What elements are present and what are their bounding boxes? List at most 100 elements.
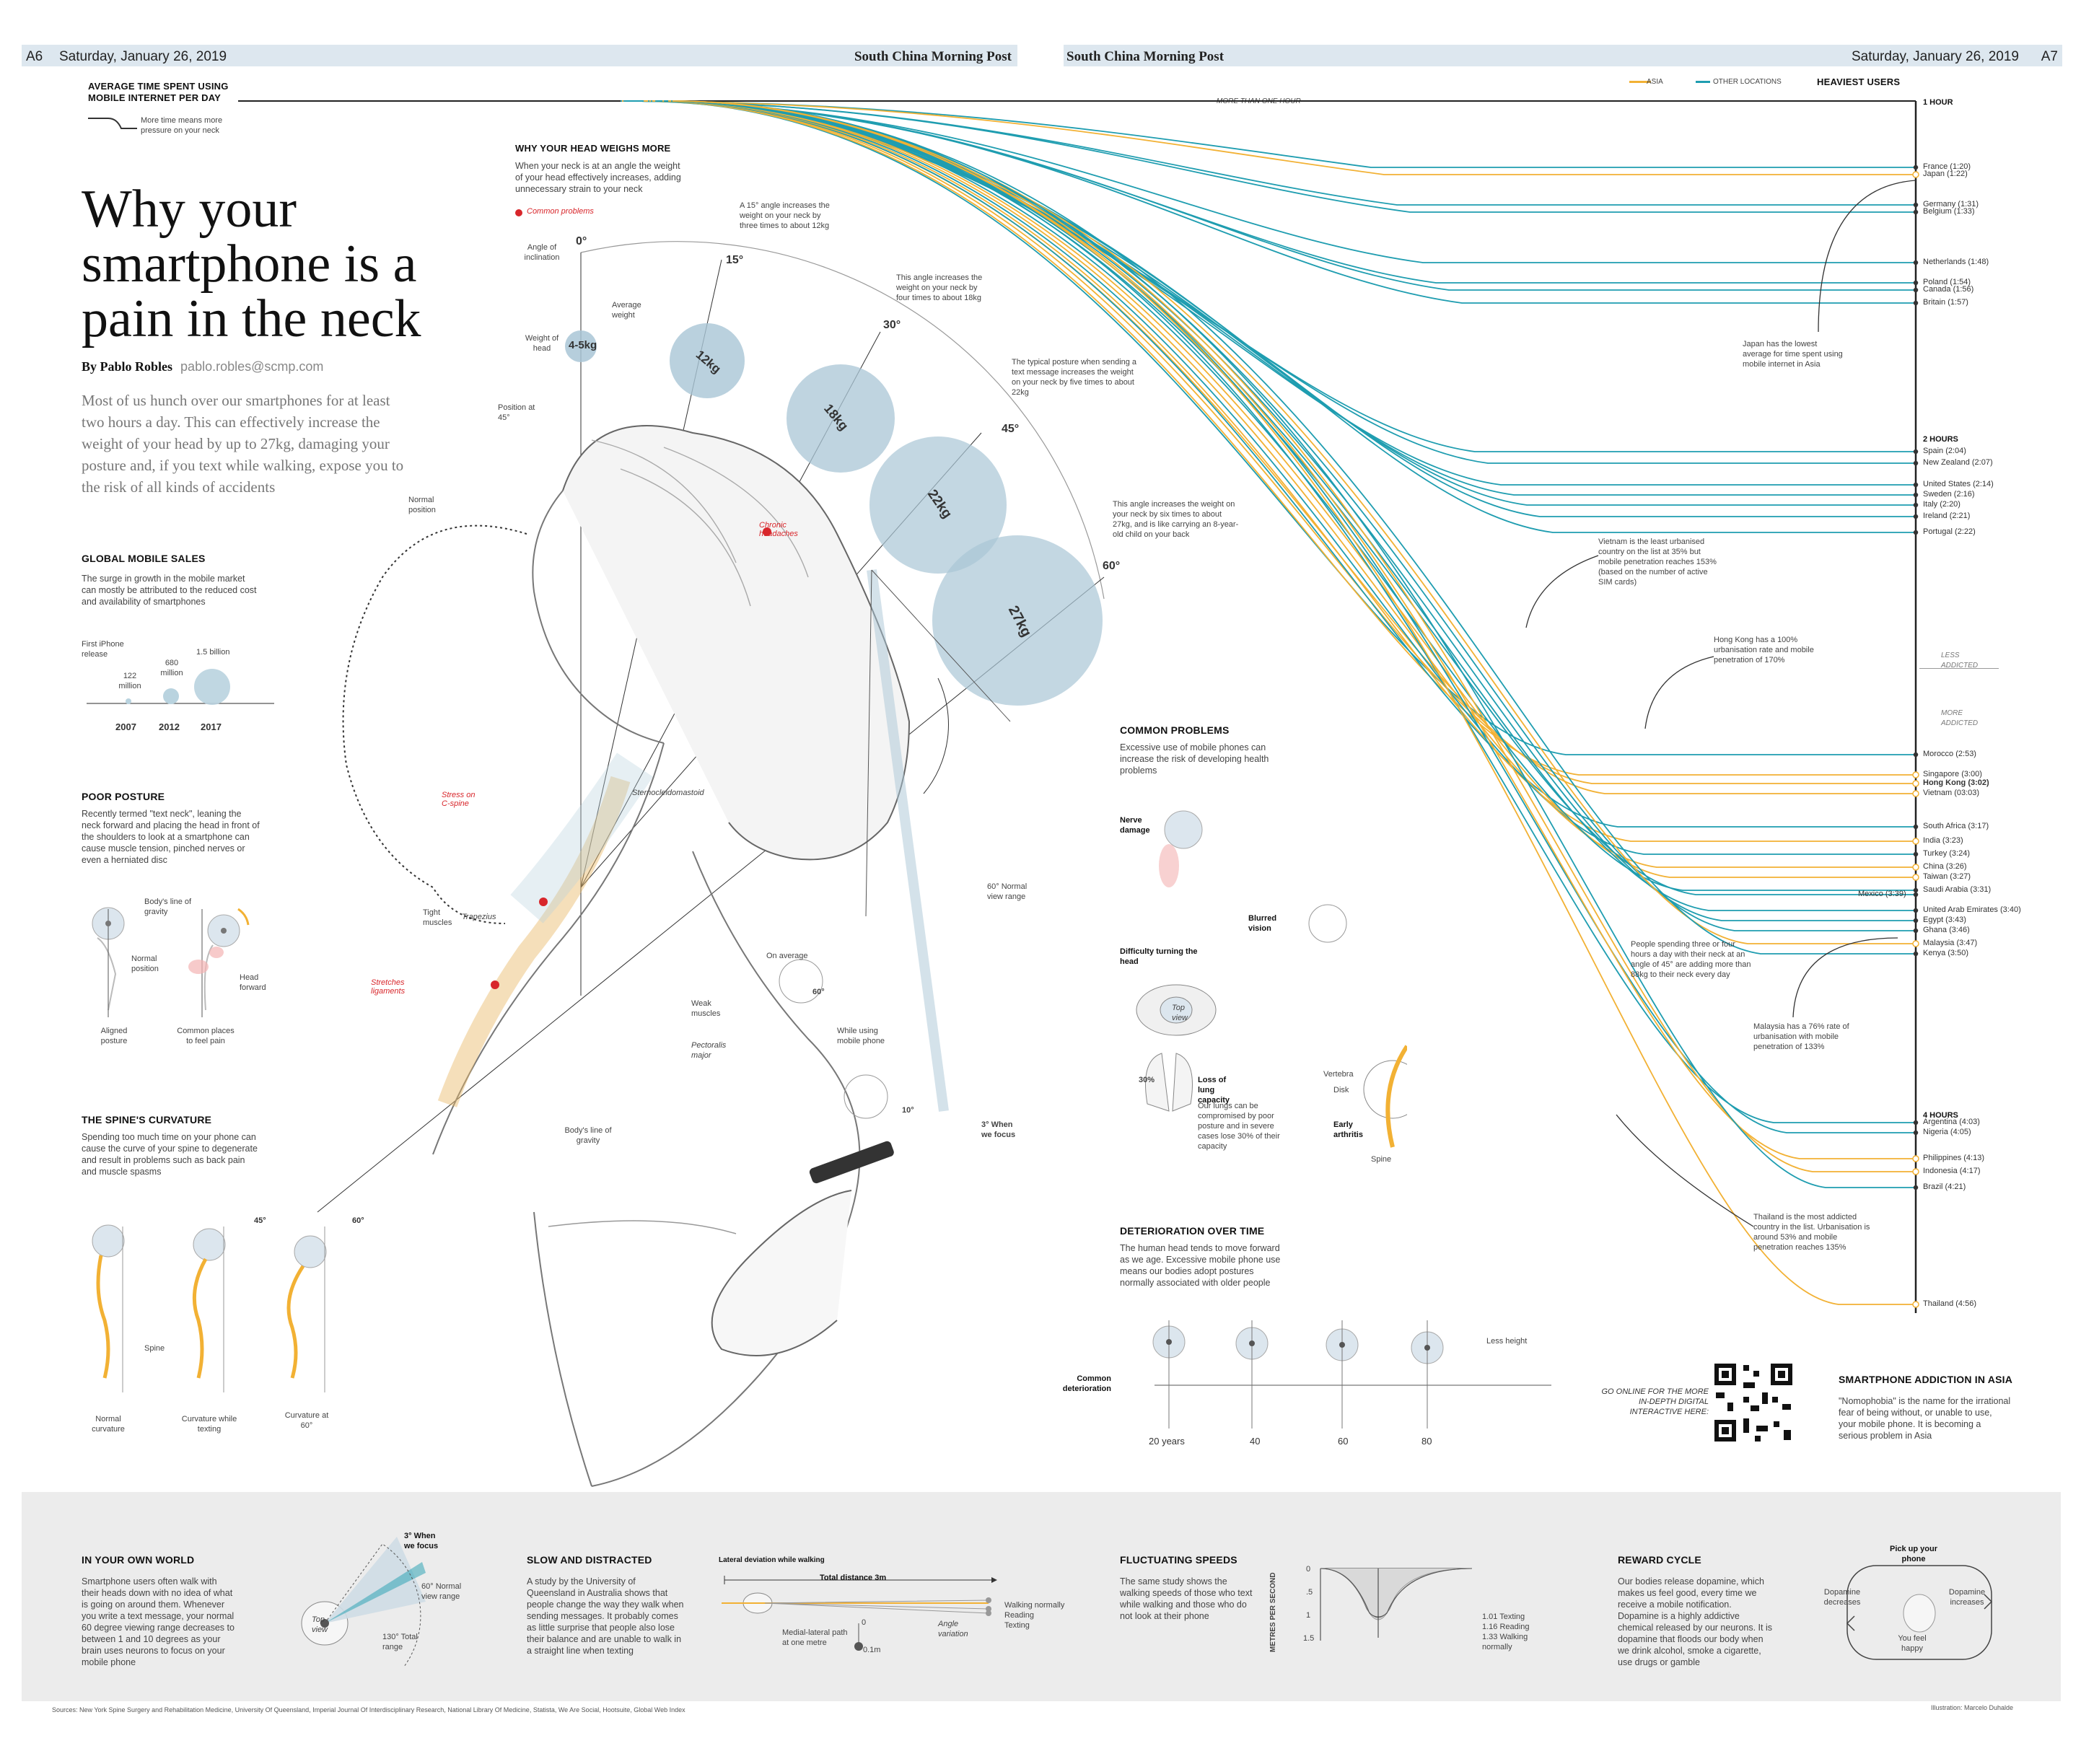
byline: By Pablo Robles bbox=[82, 359, 173, 374]
spine-figures bbox=[92, 1224, 327, 1392]
annotation-thailand: Thailand is the most addicted country in… bbox=[1753, 1213, 1870, 1252]
head-weight-intro: When your neck is at an angle the weight… bbox=[515, 161, 681, 194]
country-label: Japan (1:22) bbox=[1923, 170, 1968, 178]
sales-title: GLOBAL MOBILE SALES bbox=[82, 553, 206, 564]
blurred-vision: Blurred vision bbox=[1248, 914, 1277, 933]
speed-walking: 1.33 Walking normally bbox=[1482, 1633, 1528, 1651]
avg-weight-label: Average weight bbox=[612, 301, 641, 320]
country-dot bbox=[1913, 928, 1919, 934]
sales-year-2007: 2007 bbox=[115, 721, 136, 732]
note-15: A 15° angle increases the weight on your… bbox=[740, 201, 830, 230]
pectoralis-major: Pectoralis major bbox=[691, 1041, 727, 1060]
country-dot bbox=[1912, 864, 1919, 871]
country-dot bbox=[1913, 482, 1919, 488]
lateral-title: Lateral deviation while walking bbox=[719, 1556, 825, 1564]
lateral-tenth: 0.1m bbox=[863, 1646, 881, 1654]
age-60: 60 bbox=[1338, 1436, 1349, 1447]
avg-angle: 60° bbox=[812, 988, 825, 996]
own-top-view: Top view bbox=[312, 1615, 328, 1634]
country-dot bbox=[1912, 1168, 1919, 1175]
country-label: Netherlands (1:48) bbox=[1923, 258, 1989, 266]
weight-label: Weight of head bbox=[525, 334, 559, 353]
addiction-text: "Nomophobia" is the name for the irratio… bbox=[1839, 1396, 2011, 1441]
country-label: Kenya (3:50) bbox=[1923, 949, 1968, 957]
own-focus: 3° When we focus bbox=[404, 1532, 439, 1550]
speeds-title: FLUCTUATING SPEEDS bbox=[1120, 1554, 1237, 1566]
reward-increases: Dopamine increases bbox=[1948, 1588, 1986, 1607]
chronic-headaches: Chronic headaches bbox=[759, 521, 798, 538]
country-label: Ireland (2:21) bbox=[1923, 512, 1971, 520]
angle-30: 30° bbox=[883, 319, 901, 331]
annotation-vietnam: Vietnam is the least urbanised country o… bbox=[1598, 537, 1717, 587]
deterioration-text: The human head tends to move forward as … bbox=[1120, 1243, 1281, 1288]
woman-illustration bbox=[317, 241, 1105, 1487]
sales-chart bbox=[87, 669, 274, 705]
country-dot bbox=[1913, 164, 1919, 170]
while-using: While using mobile phone bbox=[837, 1027, 885, 1045]
flow-line bbox=[672, 100, 1916, 1305]
deterioration-title: DETERIORATION OVER TIME bbox=[1120, 1225, 1265, 1237]
country-label: Sweden (2:16) bbox=[1923, 490, 1975, 499]
speed-tick-15: 1.5 bbox=[1303, 1634, 1315, 1643]
left-masthead: South China Morning Post bbox=[854, 49, 1012, 64]
country-dot bbox=[1912, 771, 1919, 778]
country-dot bbox=[1913, 449, 1919, 455]
angle-label: Angle of inclination bbox=[524, 243, 560, 262]
country-label: Brazil (4:21) bbox=[1923, 1182, 1966, 1191]
country-dot bbox=[1913, 202, 1919, 208]
asia-swatch bbox=[1629, 81, 1651, 83]
country-dot bbox=[1913, 280, 1919, 286]
common-problems-dot bbox=[515, 209, 522, 216]
sales-value-2007: 122 million bbox=[118, 672, 141, 690]
age-80: 80 bbox=[1421, 1436, 1432, 1447]
own-world-title: IN YOUR OWN WORLD bbox=[82, 1554, 195, 1566]
country-label: Hong Kong (3:02) bbox=[1923, 778, 1989, 787]
lateral-texting: Texting bbox=[1004, 1621, 1030, 1630]
slow-text: A study by the University of Queensland … bbox=[527, 1576, 684, 1656]
posture-line-label: Body's line of gravity bbox=[144, 898, 192, 916]
country-label: Argentina (4:03) bbox=[1923, 1118, 1980, 1126]
lateral-reading: Reading bbox=[1004, 1611, 1034, 1620]
country-dot bbox=[1913, 752, 1919, 758]
speed-texting: 1.01 Texting bbox=[1482, 1612, 1525, 1621]
note-45: The typical posture when sending a text … bbox=[1012, 358, 1137, 397]
age-20: 20 years bbox=[1149, 1436, 1185, 1447]
country-label: Spain (2:04) bbox=[1923, 447, 1966, 455]
problems-title: COMMON PROBLEMS bbox=[1120, 724, 1230, 736]
annotation-malaysia: Malaysia has a 76% rate of urbanisation … bbox=[1753, 1022, 1849, 1051]
spine-text: Spending too much time on your phone can… bbox=[82, 1132, 258, 1177]
less-addicted: LESS ADDICTED bbox=[1941, 651, 1979, 670]
hour-mark-2: 2 HOURS bbox=[1923, 435, 1958, 444]
reward-title: REWARD CYCLE bbox=[1618, 1554, 1701, 1566]
country-label: Poland (1:54) bbox=[1923, 278, 1971, 286]
country-label: Saudi Arabia (3:31) bbox=[1923, 885, 1992, 894]
focus-3: 3° When we focus bbox=[981, 1120, 1016, 1139]
author-email[interactable]: pablo.robles@scmp.com bbox=[180, 359, 324, 374]
country-dot bbox=[1913, 530, 1919, 535]
stretches-ligaments: Stretches ligaments bbox=[371, 978, 406, 996]
reward-happy: You feel happy bbox=[1898, 1634, 1927, 1653]
country-label: United States (2:14) bbox=[1923, 480, 1994, 488]
country-dot bbox=[1913, 892, 1919, 898]
go-online: GO ONLINE FOR THE MORE IN-DEPTH DIGITAL … bbox=[1601, 1387, 1709, 1416]
normal-position-label: Normal position bbox=[408, 496, 436, 514]
qr-code-icon[interactable] bbox=[1712, 1361, 1795, 1444]
sales-value-2017: 1.5 billion bbox=[196, 648, 230, 657]
country-dot bbox=[1913, 1120, 1919, 1125]
addiction-divider bbox=[1919, 668, 1999, 669]
country-dot bbox=[1912, 790, 1919, 797]
country-dot bbox=[1913, 260, 1919, 266]
country-label: Vietnam (03:03) bbox=[1923, 789, 1980, 797]
problems-spine: Spine bbox=[1371, 1155, 1392, 1164]
flow-line bbox=[669, 100, 1916, 1172]
sales-year-2012: 2012 bbox=[159, 721, 180, 732]
view-range-60: 60° Normal view range bbox=[987, 882, 1028, 901]
byline-row: By Pablo Robles pablo.robles@scmp.com bbox=[82, 359, 323, 374]
annotation-japan: Japan has the lowest average for time sp… bbox=[1743, 340, 1843, 369]
country-label: Nigeria (4:05) bbox=[1923, 1128, 1971, 1136]
legend-note: More time means more pressure on your ne… bbox=[141, 116, 223, 135]
sales-bubble-2017 bbox=[194, 669, 230, 705]
other-swatch bbox=[1696, 81, 1710, 83]
country-label: Taiwan (3:27) bbox=[1923, 872, 1971, 881]
country-label: Turkey (3:24) bbox=[1923, 849, 1971, 858]
